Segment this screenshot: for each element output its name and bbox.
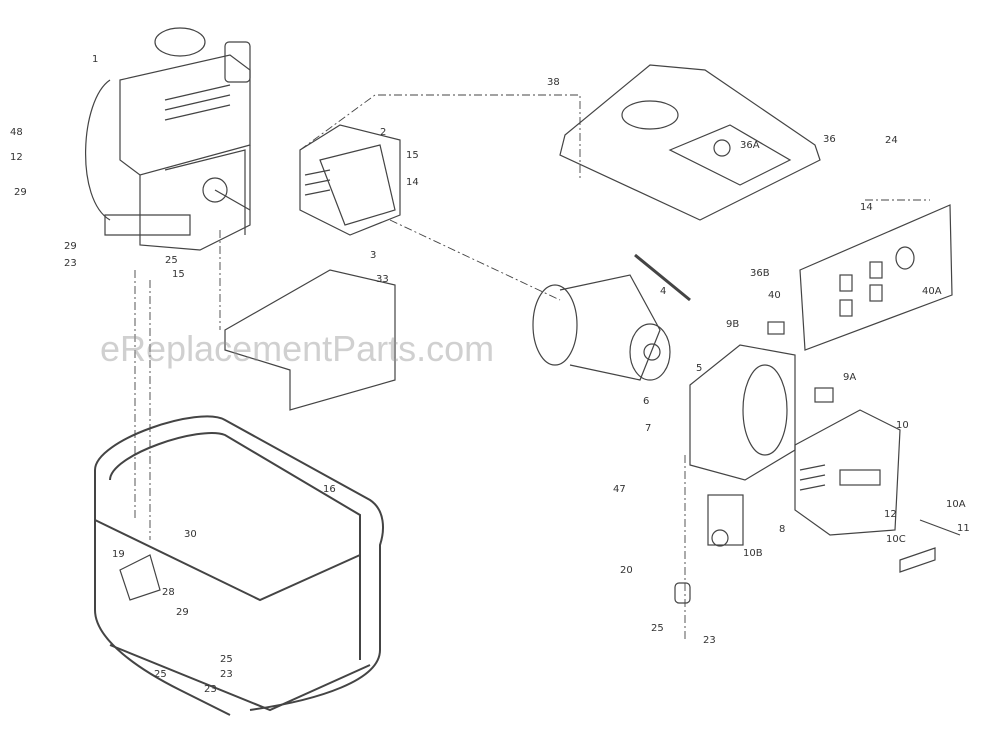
- callout-label: 40A: [922, 286, 942, 297]
- callout-label: 10A: [946, 499, 966, 510]
- callout-label: 16: [323, 484, 336, 495]
- callout-label: 47: [613, 484, 626, 495]
- callout-label: 23: [703, 635, 716, 646]
- shield-part-33: [224, 269, 396, 411]
- fuel-tank-part-36: [559, 64, 821, 221]
- callout-label: 36A: [740, 140, 760, 151]
- callout-label: 25: [154, 669, 167, 680]
- callout-label: 36B: [750, 268, 770, 279]
- callout-label: 15: [406, 150, 419, 161]
- callout-label: 19: [112, 549, 125, 560]
- callout-label: 29: [14, 187, 27, 198]
- callout-label: 30: [184, 529, 197, 540]
- watermark: eReplacementParts.com: [100, 328, 495, 369]
- frame-part-16: [94, 415, 384, 716]
- callout-label: 28: [162, 587, 175, 598]
- callout-label: 1: [92, 54, 99, 65]
- callout-label: 9A: [843, 372, 857, 383]
- callout-label: 3: [370, 250, 377, 261]
- rotor-part-4: [532, 274, 671, 381]
- callout-label: 10B: [743, 548, 763, 559]
- callout-label: 9B: [726, 319, 740, 330]
- callout-label: 25: [651, 623, 664, 634]
- engine-part-1: [85, 27, 251, 251]
- callout-label: 24: [885, 135, 898, 146]
- assembly-lines: [134, 94, 930, 640]
- callout-label: 29: [176, 607, 189, 618]
- callout-label: 2: [380, 127, 387, 138]
- callout-label: 38: [547, 77, 560, 88]
- callout-label: 23: [204, 684, 217, 695]
- callout-label: 5: [696, 363, 703, 374]
- callout-label: 48: [10, 127, 23, 138]
- callout-label: 8: [779, 524, 786, 535]
- control-panel-part-40: [634, 204, 953, 351]
- callout-label: 12: [10, 152, 23, 163]
- callout-label: 29: [64, 241, 77, 252]
- callout-label: 4: [660, 286, 667, 297]
- callout-label: 6: [643, 396, 650, 407]
- end-cover-part-10: [707, 409, 961, 573]
- callout-label: 15: [172, 269, 185, 280]
- callout-label: 25: [220, 654, 233, 665]
- callout-label: 33: [376, 274, 389, 285]
- callout-label: 7: [645, 423, 652, 434]
- callout-label: 10C: [886, 534, 906, 545]
- stator-part-7: [689, 344, 834, 481]
- isolator-part-20: [674, 582, 691, 604]
- callout-label: 11: [957, 523, 970, 534]
- callout-label: 40: [768, 290, 781, 301]
- fan-housing-part-2: [299, 124, 401, 236]
- callout-label: 14: [860, 202, 873, 213]
- callout-label: 12: [884, 509, 897, 520]
- callout-label: 36: [823, 134, 836, 145]
- callout-label: 10: [896, 420, 909, 431]
- callout-label: 20: [620, 565, 633, 576]
- callout-label: 25: [165, 255, 178, 266]
- callout-label: 14: [406, 177, 419, 188]
- callout-label: 23: [220, 669, 233, 680]
- callout-label: 23: [64, 258, 77, 269]
